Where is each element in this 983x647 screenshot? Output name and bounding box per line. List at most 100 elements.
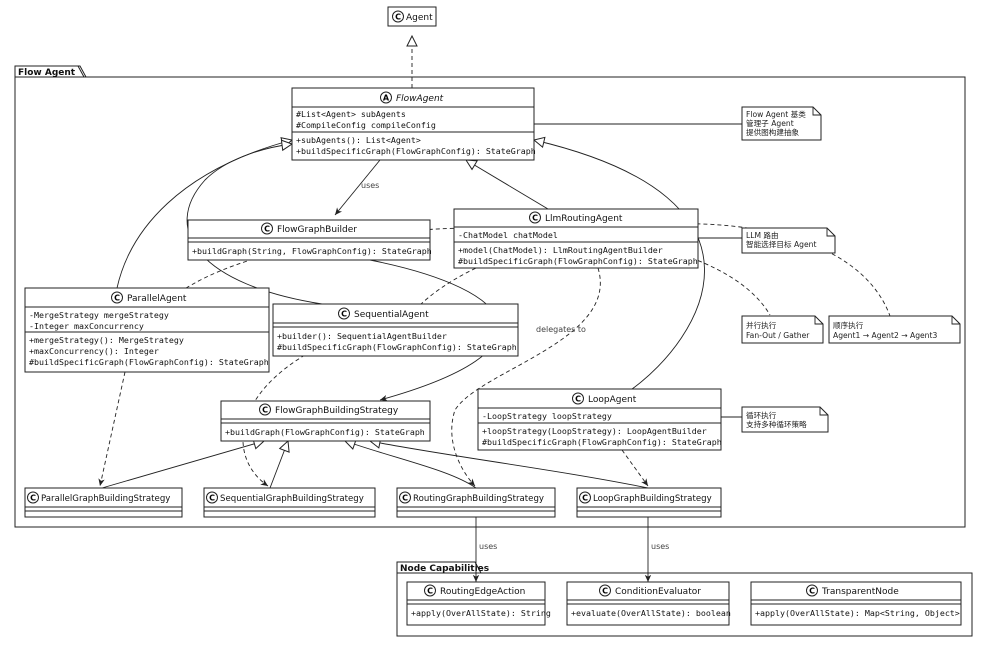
class-flow-graph-builder: C FlowGraphBuilder +buildGraph(String, F… bbox=[187, 219, 432, 261]
note-llm: LLM 路由 智能选择目标 Agent bbox=[741, 227, 836, 254]
abstract-a-icon bbox=[380, 91, 392, 104]
class-c-icon bbox=[399, 491, 411, 504]
class-sequential-agent: C SequentialAgent +builder(): Sequential… bbox=[272, 303, 519, 357]
svg-text:C: C bbox=[30, 494, 36, 503]
class-parallel-gbs: C ParallelGraphBuildingStrategy bbox=[24, 487, 183, 518]
class-agent: C Agent bbox=[387, 6, 437, 27]
diagram-text: 并行执行 bbox=[746, 320, 777, 330]
class-agent-name: Agent bbox=[406, 13, 433, 23]
class-loop-agent: C LoopAgent -LoopStrategy loopStrategy +… bbox=[477, 388, 722, 451]
loop-gbs-edge bbox=[370, 441, 649, 489]
svg-text:C: C bbox=[262, 406, 268, 415]
routing-uses-label: uses bbox=[479, 542, 497, 551]
sequential-agent-strategy-edge bbox=[242, 354, 306, 487]
llm-flowagent-edge bbox=[466, 160, 549, 210]
class-llm-routing-agent: C LlmRoutingAgent -ChatModel chatModel +… bbox=[453, 208, 699, 269]
svg-text:C: C bbox=[209, 494, 215, 503]
rea-method: +apply(OverAllState): String bbox=[411, 608, 551, 618]
llm-method: #buildSpecificGraph(FlowGraphConfig): St… bbox=[458, 256, 698, 266]
class-transparent-node: C TransparentNode +apply(OverAllState): … bbox=[750, 581, 962, 626]
llm-agent-strategy-edge bbox=[451, 267, 601, 487]
svg-text:C: C bbox=[402, 494, 408, 503]
flow-agent-field: #CompileConfig compileConfig bbox=[296, 120, 436, 130]
diagram-text: Agent1 → Agent2 → Agent3 bbox=[833, 331, 937, 340]
sequential-gbs-edge bbox=[269, 441, 288, 489]
loop-method: #buildSpecificGraph(FlowGraphConfig): St… bbox=[482, 437, 722, 447]
class-routing-edge-action: C RoutingEdgeAction +apply(OverAllState)… bbox=[406, 581, 551, 626]
svg-text:C: C bbox=[114, 294, 120, 303]
diagram-text: 顺序执行 bbox=[833, 320, 864, 330]
class-transparent-node-name: TransparentNode bbox=[821, 587, 899, 597]
diagram-text: 智能选择目标 Agent bbox=[746, 239, 816, 249]
svg-text:C: C bbox=[575, 395, 581, 404]
flow-graph-builder-method: +buildGraph(String, FlowGraphConfig): St… bbox=[192, 246, 432, 256]
note-sequential: 顺序执行 Agent1 → Agent2 → Agent3 bbox=[828, 315, 961, 344]
sequential-note-link bbox=[419, 223, 891, 317]
diagram-text: Fan-Out / Gather bbox=[746, 331, 810, 340]
class-flow-graph-building-strategy-name: FlowGraphBuildingStrategy bbox=[275, 406, 399, 416]
sequential-method: +builder(): SequentialAgentBuilder bbox=[277, 331, 447, 341]
loop-uses-label: uses bbox=[651, 542, 669, 551]
class-sequential-gbs-name: SequentialGraphBuildingStrategy bbox=[220, 494, 364, 504]
flowagent-builder-edge bbox=[334, 159, 381, 216]
svg-text:C: C bbox=[264, 225, 270, 234]
svg-text:C: C bbox=[532, 214, 538, 223]
note-loop: 循环执行 支持多种循环策略 bbox=[741, 406, 829, 433]
class-c-icon bbox=[259, 403, 271, 416]
delegates-label: delegates to bbox=[536, 325, 586, 334]
class-condition-evaluator: C ConditionEvaluator +evaluate(OverAllSt… bbox=[566, 581, 731, 626]
class-c-icon bbox=[111, 291, 123, 304]
class-flow-agent-name: FlowAgent bbox=[396, 94, 444, 104]
flow-agent-field: #List<Agent> subAgents bbox=[296, 109, 406, 119]
class-routing-gbs: C RoutingGraphBuildingStrategy bbox=[396, 487, 556, 518]
llm-method: +model(ChatModel): LlmRoutingAgentBuilde… bbox=[458, 245, 663, 255]
class-c-icon bbox=[599, 584, 611, 597]
class-c-icon bbox=[392, 10, 404, 23]
note-flow-agent: Flow Agent 基类 管理子 Agent 提供图构建抽象 bbox=[741, 106, 822, 141]
svg-text:C: C bbox=[582, 494, 588, 503]
flow-agent-method: +buildSpecificGraph(FlowGraphConfig): St… bbox=[296, 146, 536, 156]
class-c-icon bbox=[27, 491, 39, 504]
class-flow-graph-building-strategy: C FlowGraphBuildingStrategy +buildGraph(… bbox=[220, 400, 431, 442]
note-parallel: 并行执行 Fan-Out / Gather bbox=[741, 315, 824, 344]
svg-text:C: C bbox=[341, 310, 347, 319]
class-flow-graph-builder-name: FlowGraphBuilder bbox=[277, 225, 357, 235]
parallel-agent-strategy-edge bbox=[98, 371, 126, 487]
class-parallel-agent-name: ParallelAgent bbox=[127, 294, 187, 304]
flow-agent-method: +subAgents(): List<Agent> bbox=[296, 135, 421, 145]
parallel-field: -MergeStrategy mergeStrategy bbox=[29, 310, 169, 320]
diagram-text: Flow Agent 基类 bbox=[746, 109, 806, 119]
class-loop-agent-name: LoopAgent bbox=[588, 395, 637, 405]
diagram-text: LLM 路由 bbox=[746, 230, 779, 240]
class-loop-gbs: C LoopGraphBuildingStrategy bbox=[576, 487, 722, 518]
routing-gbs-edge bbox=[345, 441, 477, 489]
sequential-flowagent-edge bbox=[186, 144, 323, 305]
sequential-method: #buildSpecificGraph(FlowGraphConfig): St… bbox=[277, 342, 517, 352]
class-c-icon bbox=[579, 491, 591, 504]
ce-method: +evaluate(OverAllState): boolean bbox=[571, 608, 731, 618]
parallel-method: +mergeStrategy(): MergeStrategy bbox=[29, 335, 184, 345]
diagram-text: 提供图构建抽象 bbox=[746, 127, 800, 137]
class-c-icon bbox=[572, 392, 584, 405]
diagram-text: 循环执行 bbox=[746, 410, 777, 420]
svg-text:C: C bbox=[395, 13, 401, 22]
parallel-gbs-edge bbox=[101, 441, 264, 489]
svg-text:C: C bbox=[602, 587, 608, 596]
fgbs-method: +buildGraph(FlowGraphConfig): StateGraph bbox=[225, 427, 425, 437]
class-parallel-agent: C ParallelAgent -MergeStrategy mergeStra… bbox=[24, 287, 270, 373]
class-c-icon bbox=[206, 491, 218, 504]
relationships: uses delegates to uses uses bbox=[98, 36, 891, 582]
loop-flowagent-edge bbox=[534, 140, 705, 390]
class-c-icon bbox=[424, 584, 436, 597]
parallel-method: +maxConcurrency(): Integer bbox=[29, 346, 159, 356]
svg-text:A: A bbox=[383, 94, 390, 103]
class-c-icon bbox=[338, 307, 350, 320]
svg-text:C: C bbox=[427, 587, 433, 596]
parallel-field: -Integer maxConcurrency bbox=[29, 321, 144, 331]
diagram-text: 支持多种循环策略 bbox=[746, 419, 807, 429]
llm-field: -ChatModel chatModel bbox=[458, 230, 558, 240]
loop-agent-strategy-edge bbox=[621, 449, 649, 487]
tn-method: +apply(OverAllState): Map<String, Object… bbox=[755, 608, 960, 618]
class-sequential-gbs: C SequentialGraphBuildingStrategy bbox=[203, 487, 376, 518]
class-condition-evaluator-name: ConditionEvaluator bbox=[615, 587, 701, 597]
